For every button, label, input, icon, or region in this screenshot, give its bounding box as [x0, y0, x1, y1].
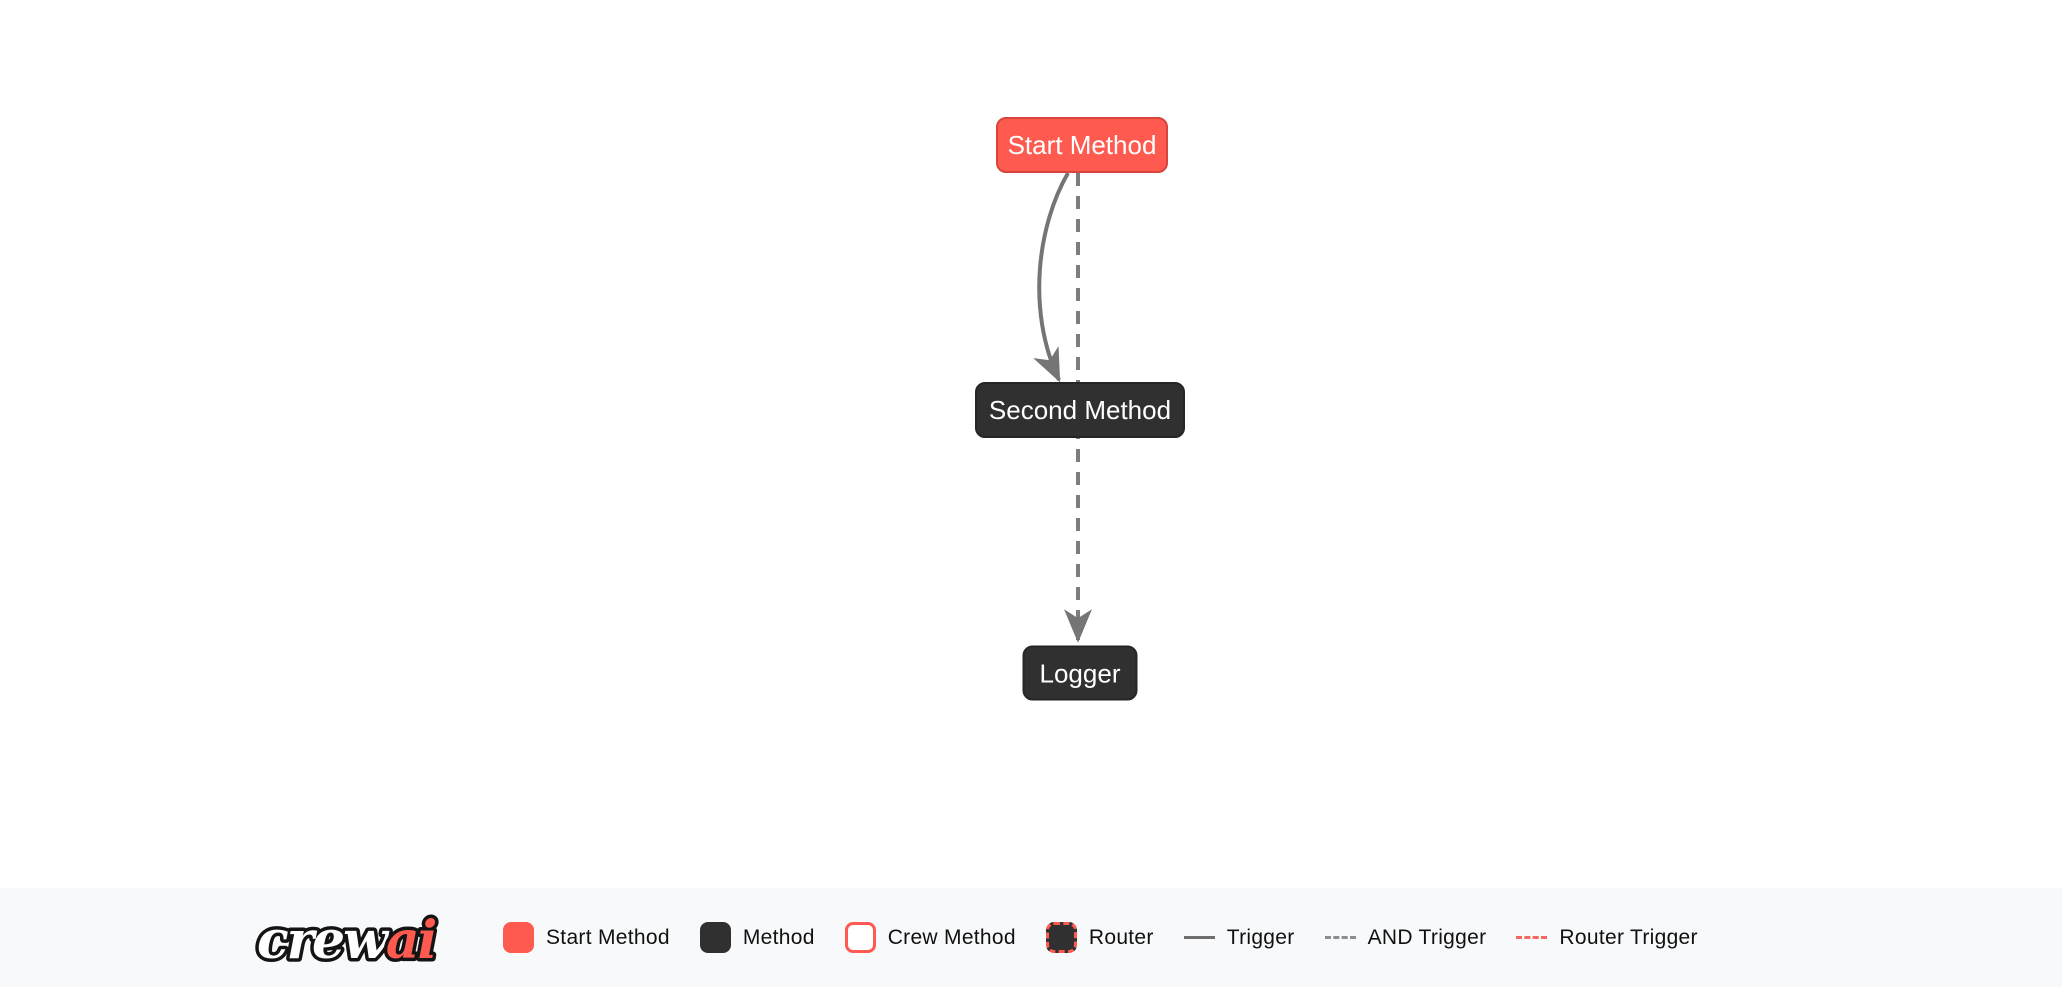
trigger-line-icon — [1183, 936, 1215, 939]
svg-text:crewai: crewai — [257, 910, 436, 971]
flow-canvas[interactable]: Start Method Second Method Logger — [0, 0, 2062, 888]
legend-item-trigger: Trigger — [1183, 925, 1295, 950]
legend-item-crew-method: Crew Method — [844, 922, 1016, 953]
logo-text-crew: crew — [257, 910, 390, 971]
legend-label: Crew Method — [887, 925, 1016, 949]
logo-text-ai: ai — [386, 910, 436, 971]
node-start-method[interactable]: Start Method — [996, 117, 1168, 173]
legend: Start Method Method Crew Method Router T… — [503, 922, 1698, 953]
legend-label: Router — [1088, 925, 1154, 949]
router-trigger-line-icon — [1516, 936, 1548, 939]
node-second-method[interactable]: Second Method — [975, 382, 1185, 438]
legend-item-router-trigger: Router Trigger — [1516, 925, 1698, 950]
node-second-method-label: Second Method — [988, 395, 1172, 425]
legend-item-router: Router — [1045, 922, 1154, 953]
node-logger-label: Logger — [1039, 658, 1121, 688]
legend-label: Start Method — [546, 925, 670, 949]
router-swatch-icon — [1045, 922, 1077, 953]
node-logger[interactable]: Logger — [1022, 645, 1138, 701]
legend-label: Router Trigger — [1559, 925, 1698, 949]
start-method-swatch-icon — [503, 922, 534, 953]
crew-method-swatch-icon — [844, 922, 876, 953]
legend-item-start-method: Start Method — [503, 922, 670, 953]
legend-item-method: Method — [699, 922, 815, 953]
crewai-logo: crewai — [254, 906, 442, 974]
legend-footer: crewai Start Method Method Crew Method R… — [0, 888, 2062, 987]
node-start-method-label: Start Method — [1007, 130, 1157, 160]
legend-label: Trigger — [1226, 925, 1295, 949]
edge-trigger-start-to-second — [1033, 172, 1070, 383]
and-trigger-line-icon — [1324, 936, 1356, 939]
legend-label: Method — [742, 925, 815, 949]
method-swatch-icon — [699, 922, 731, 953]
legend-item-and-trigger: AND Trigger — [1324, 925, 1487, 950]
legend-label: AND Trigger — [1367, 925, 1487, 949]
